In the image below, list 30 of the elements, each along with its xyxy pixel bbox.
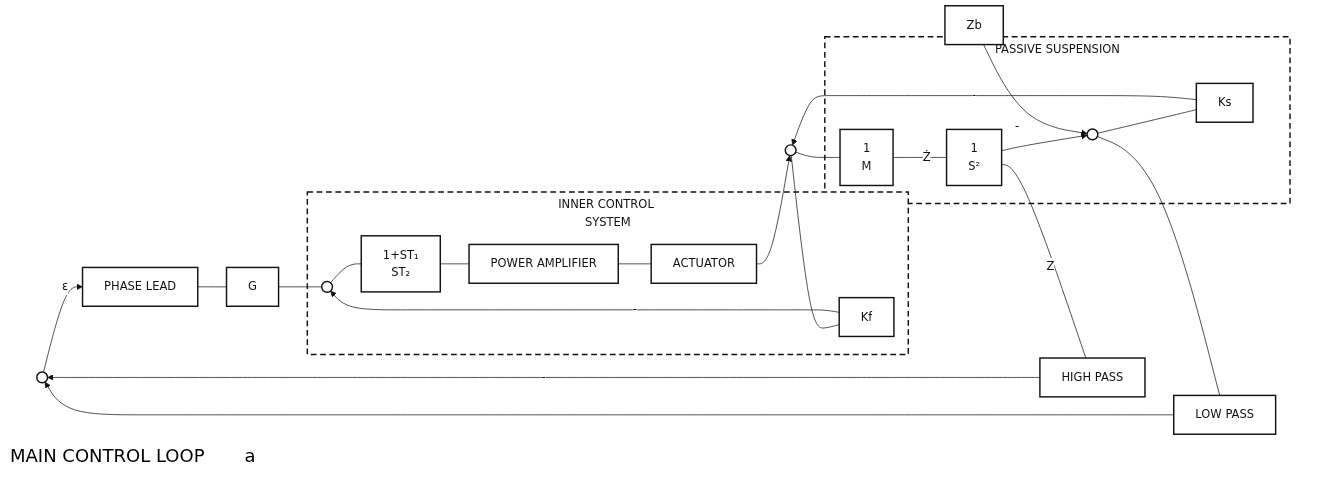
node-box: LOW PASS xyxy=(1172,394,1276,435)
edge-label: Ż xyxy=(922,150,931,164)
node-box: Zb xyxy=(943,5,1004,46)
node-circle xyxy=(320,280,333,293)
diagram-label: MAIN CONTROL LOOP xyxy=(10,445,205,466)
edge-label: - xyxy=(1014,119,1019,134)
node-box: ACTUATOR xyxy=(650,243,757,284)
edge-label: Z xyxy=(1046,259,1054,274)
connector xyxy=(439,263,469,265)
node-box: Kf xyxy=(838,296,895,338)
node-box: HIGH PASS xyxy=(1038,357,1146,398)
node-box: Ks xyxy=(1195,82,1254,123)
edge-label: - xyxy=(632,302,637,317)
node-box: 1 S² xyxy=(945,128,1002,187)
diagram-label: a xyxy=(244,445,256,466)
node-box: 1+ST₁ ST₂ xyxy=(360,235,441,293)
node-box: PHASE LEAD xyxy=(81,266,199,307)
connector xyxy=(197,286,227,288)
node-circle xyxy=(1085,128,1099,141)
node-box: 1 M xyxy=(838,128,894,187)
edge-label: ε xyxy=(61,279,68,294)
connector xyxy=(794,151,840,158)
node-box: G xyxy=(225,266,279,307)
node-circle xyxy=(35,371,48,384)
connector xyxy=(1096,136,1220,396)
node-box: POWER AMPLIFIER xyxy=(467,243,619,284)
connector xyxy=(892,157,947,158)
edge-label: - xyxy=(541,370,546,384)
node-circle xyxy=(784,144,797,157)
edge-label: - xyxy=(971,88,976,103)
